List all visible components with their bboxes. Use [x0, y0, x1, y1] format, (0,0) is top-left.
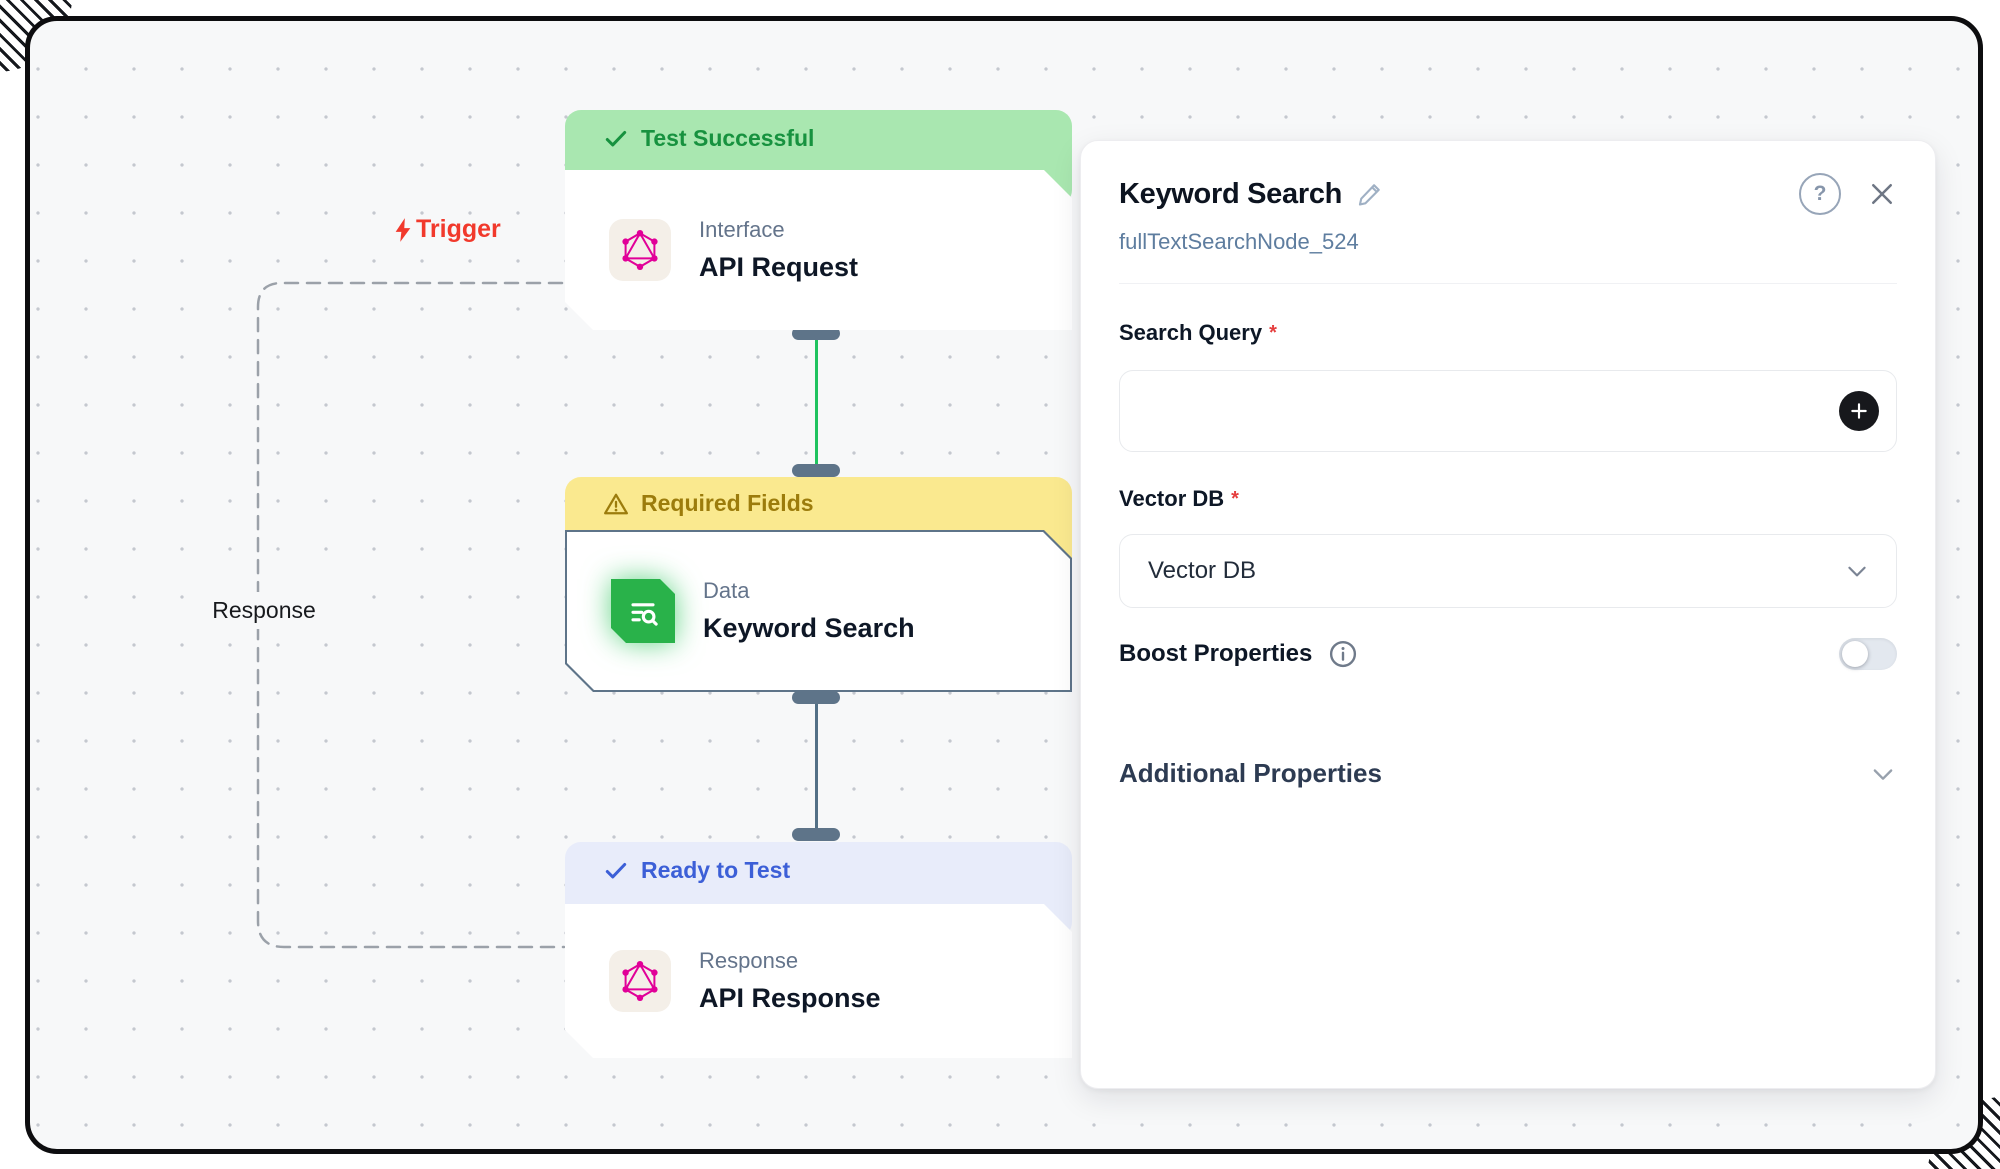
connection-handle[interactable]	[792, 828, 840, 841]
connection-handle[interactable]	[792, 464, 840, 477]
check-icon	[605, 130, 627, 147]
additional-properties-label: Additional Properties	[1119, 758, 1382, 788]
node-card-api-response[interactable]: Response API Response	[565, 904, 1072, 1058]
search-query-label: Search Query	[1119, 320, 1263, 345]
node-category: Response	[699, 948, 799, 973]
trigger-label-text: Trigger	[416, 215, 501, 243]
connection-handle[interactable]	[792, 691, 840, 704]
check-icon	[605, 862, 627, 879]
additional-properties-section[interactable]: Additional Properties	[1119, 758, 1897, 789]
search-query-field	[1119, 370, 1897, 452]
lightning-icon	[395, 217, 411, 242]
close-icon[interactable]	[1867, 179, 1897, 209]
vector-db-label: Vector DB	[1119, 486, 1225, 511]
graphql-icon	[609, 219, 671, 281]
node-card-keyword-search[interactable]: Data Keyword Search	[565, 530, 1072, 692]
chevron-down-icon	[1873, 768, 1893, 780]
keyword-search-icon	[611, 579, 675, 643]
node-card-api-request[interactable]: Interface API Request	[565, 170, 1072, 330]
boost-properties-label: Boost Properties	[1119, 640, 1313, 667]
vector-db-select[interactable]: Vector DB	[1119, 534, 1897, 608]
info-icon[interactable]	[1328, 639, 1358, 669]
panel-divider	[1119, 283, 1897, 284]
help-icon[interactable]: ?	[1799, 173, 1841, 215]
status-banner-label: Ready to Test	[641, 857, 791, 883]
plus-icon	[1851, 403, 1867, 419]
status-banner-label: Required Fields	[641, 490, 814, 516]
node-id-subtitle: fullTextSearchNode_524	[1119, 229, 1359, 254]
boost-properties-toggle[interactable]	[1839, 638, 1897, 670]
chevron-down-icon	[1848, 566, 1866, 577]
connection-handle[interactable]	[792, 327, 840, 340]
add-variable-button[interactable]	[1839, 391, 1879, 431]
status-banner-label: Test Successful	[641, 125, 815, 151]
node-title: API Request	[699, 252, 859, 282]
warning-icon	[604, 493, 628, 515]
node-title: Keyword Search	[703, 613, 915, 643]
required-asterisk: *	[1269, 321, 1277, 344]
toggle-knob	[1842, 641, 1868, 667]
search-query-input[interactable]	[1120, 371, 1896, 451]
edge-default	[815, 704, 818, 828]
edit-icon[interactable]	[1356, 180, 1384, 208]
required-asterisk: *	[1231, 487, 1239, 510]
node-properties-panel: Keyword Search ? fullTextSearchNode_524 …	[1080, 140, 1936, 1089]
response-edge-label: Response	[198, 592, 330, 629]
panel-title: Keyword Search	[1119, 177, 1343, 210]
node-title: API Response	[699, 983, 881, 1013]
graphql-icon	[609, 950, 671, 1012]
node-category: Data	[703, 578, 750, 603]
vector-db-selected-value: Vector DB	[1148, 557, 1257, 584]
edge-success	[815, 340, 818, 464]
node-category: Interface	[699, 217, 785, 242]
trigger-edge-label: Trigger	[392, 215, 501, 244]
